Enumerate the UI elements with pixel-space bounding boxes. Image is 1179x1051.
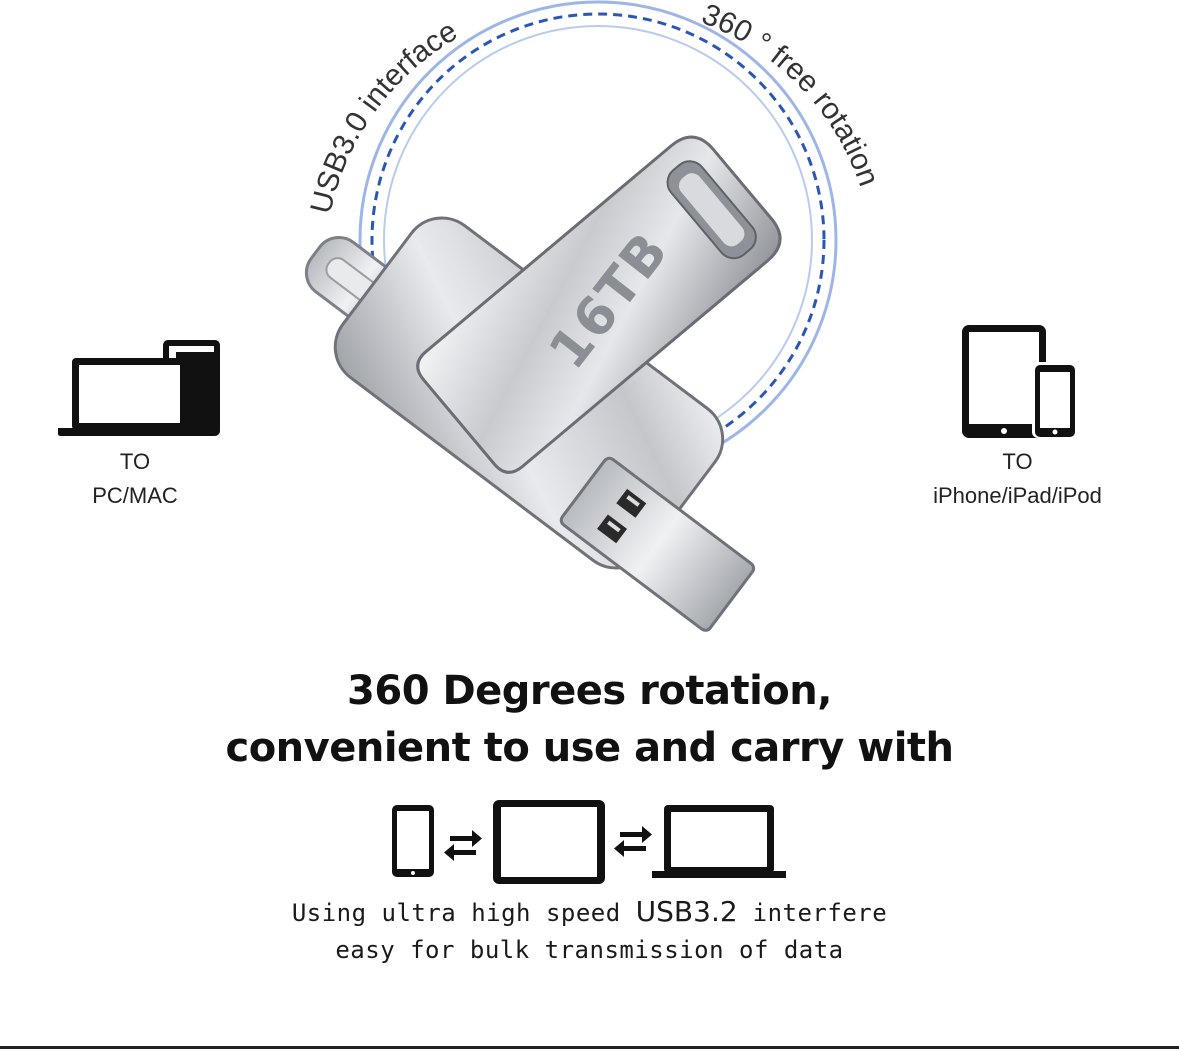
phone-icon bbox=[392, 805, 434, 877]
tablet-icon bbox=[493, 800, 605, 884]
bottom-divider bbox=[0, 1046, 1179, 1049]
ios-devices-label: TO iPhone/iPad/iPod bbox=[910, 445, 1125, 513]
pc-mac-label: TO PC/MAC bbox=[70, 445, 200, 513]
exchange-arrows-icon bbox=[444, 830, 482, 861]
headline-line2: convenient to use and carry with bbox=[225, 725, 954, 771]
ios-devices-label-line2: iPhone/iPad/iPod bbox=[933, 483, 1102, 508]
usb-drive: 16TB bbox=[304, 135, 782, 632]
tablet-with-phone-icon bbox=[962, 325, 1077, 438]
description-line2: easy for bulk transmission of data bbox=[335, 936, 844, 964]
laptop-icon bbox=[652, 805, 786, 878]
description-line1-end: interfere bbox=[737, 899, 888, 927]
description-line1-start: Using ultra high speed bbox=[291, 899, 636, 927]
pc-mac-label-line2: PC/MAC bbox=[92, 483, 178, 508]
laptop-with-phone-icon bbox=[58, 340, 220, 436]
exchange-arrows-icon bbox=[614, 826, 652, 857]
pc-mac-label-line1: TO bbox=[119, 449, 151, 474]
usb-interface-caption: USB3.0 interface bbox=[305, 14, 463, 216]
headline-line1: 360 Degrees rotation, bbox=[347, 668, 832, 714]
description-line1: Using ultra high speed USB3.2 interfere bbox=[0, 895, 1179, 928]
ios-devices-label-line1: TO bbox=[1002, 449, 1033, 474]
usb-spec-emphasis: USB3.2 bbox=[635, 895, 738, 928]
